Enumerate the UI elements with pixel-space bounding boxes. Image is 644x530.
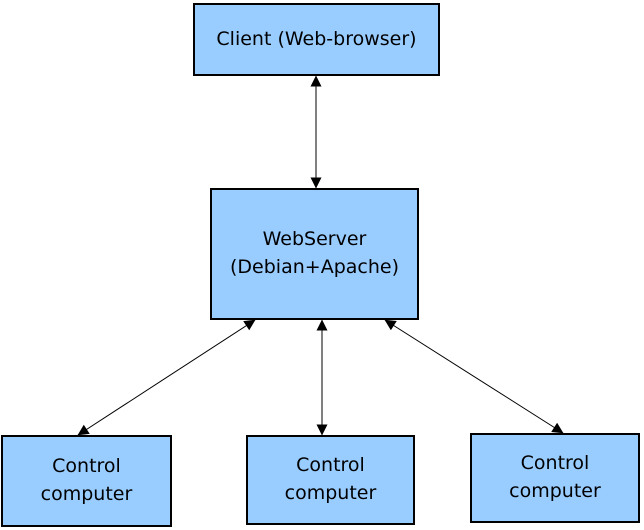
- control-computer-node-right: Control computer: [470, 433, 640, 523]
- control-computer-node-left: Control computer: [1, 435, 172, 527]
- webserver-node: WebServer (Debian+Apache): [210, 188, 419, 320]
- client-node: Client (Web-browser): [193, 3, 440, 76]
- webserver-node-label: WebServer (Debian+Apache): [230, 228, 399, 278]
- control-computer-node-center: Control computer: [246, 435, 415, 525]
- arrow-webserver-control-right: [384, 319, 564, 434]
- control-computer-right-label: Control computer: [509, 452, 601, 502]
- client-node-label: Client (Web-browser): [216, 27, 417, 50]
- control-computer-left-label: Control computer: [40, 455, 133, 505]
- arrow-webserver-control-left: [77, 319, 256, 436]
- control-computer-center-label: Control computer: [284, 454, 377, 504]
